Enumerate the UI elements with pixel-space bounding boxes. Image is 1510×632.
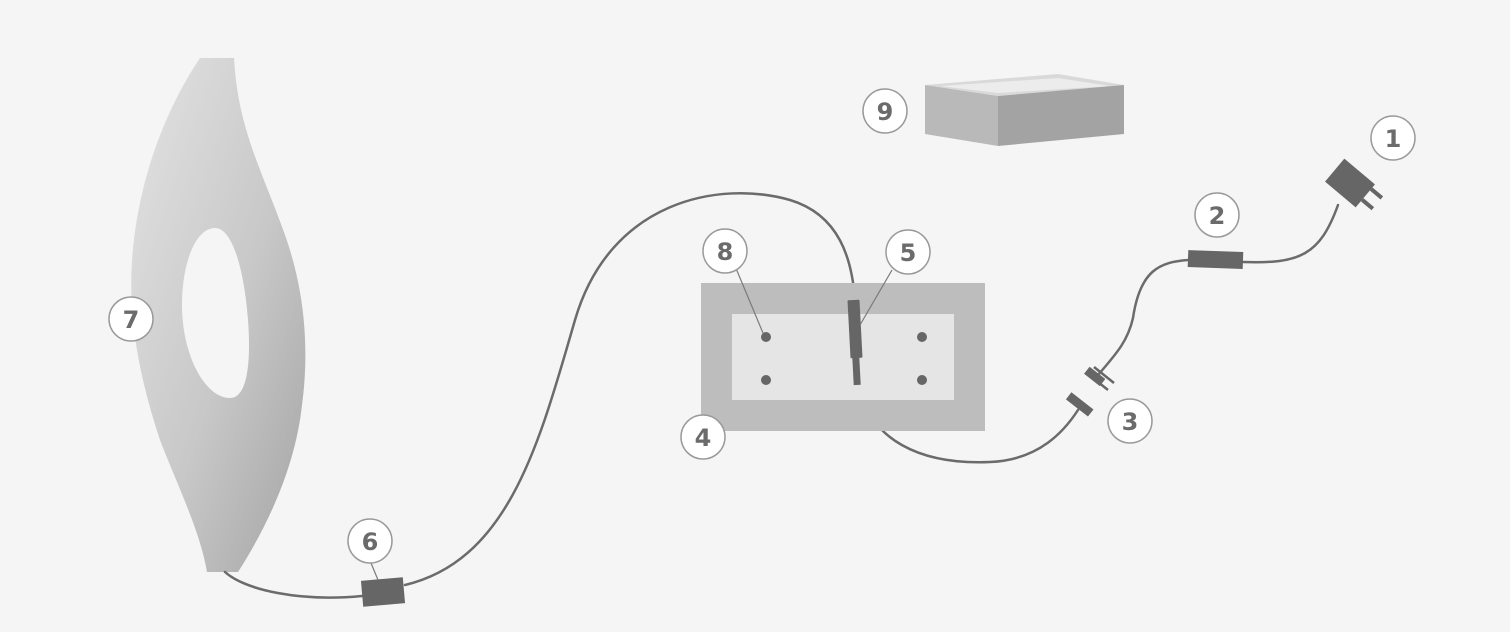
cable-plug-to-extension [1096,258,1190,377]
callout-5: 5 [885,229,931,275]
socket-end [1065,392,1094,417]
plug-body [1084,366,1106,387]
pad-dot [917,332,927,342]
storage-box-side [998,85,1124,146]
callout-8-label: 8 [717,238,734,266]
electrode-pad [732,314,954,400]
callout-3-label: 3 [1122,408,1139,436]
callout-5-label: 5 [900,239,917,267]
callout-2: 2 [1194,192,1240,238]
callout-1-label: 1 [1385,125,1402,153]
eye-mask [131,58,306,572]
callout-7: 7 [108,296,154,342]
callout-4: 4 [680,414,726,460]
callout-6-label: 6 [362,528,379,556]
callout-4-label: 4 [695,424,712,452]
storage-box-top-inner [940,78,1110,93]
cable-extension-to-adapter [1241,203,1340,264]
inline-connector [360,577,406,607]
leader-6 [370,562,379,581]
callout-9-label: 9 [877,98,894,126]
pad-dot [917,375,927,385]
plug-pin [1087,373,1109,391]
leader-5 [859,269,893,326]
callout-3: 3 [1107,398,1153,444]
pad-dot [761,332,771,342]
callout-8: 8 [702,228,748,274]
callout-6: 6 [347,518,393,564]
cable-mask-to-connector [223,570,364,599]
callout-9: 9 [862,88,908,134]
plug-pin [1093,366,1115,384]
leader-8 [734,265,764,334]
pad-dot [761,375,771,385]
storage-box-front [925,85,998,146]
cable-connector-to-pad [403,192,857,587]
extension-connector [1187,250,1244,269]
snap-connector [847,299,863,359]
snap-connector-tip [852,356,861,386]
callout-7-label: 7 [123,306,140,334]
callout-2-label: 2 [1209,202,1226,230]
power-adapter [1325,158,1384,211]
callout-1: 1 [1370,115,1416,161]
